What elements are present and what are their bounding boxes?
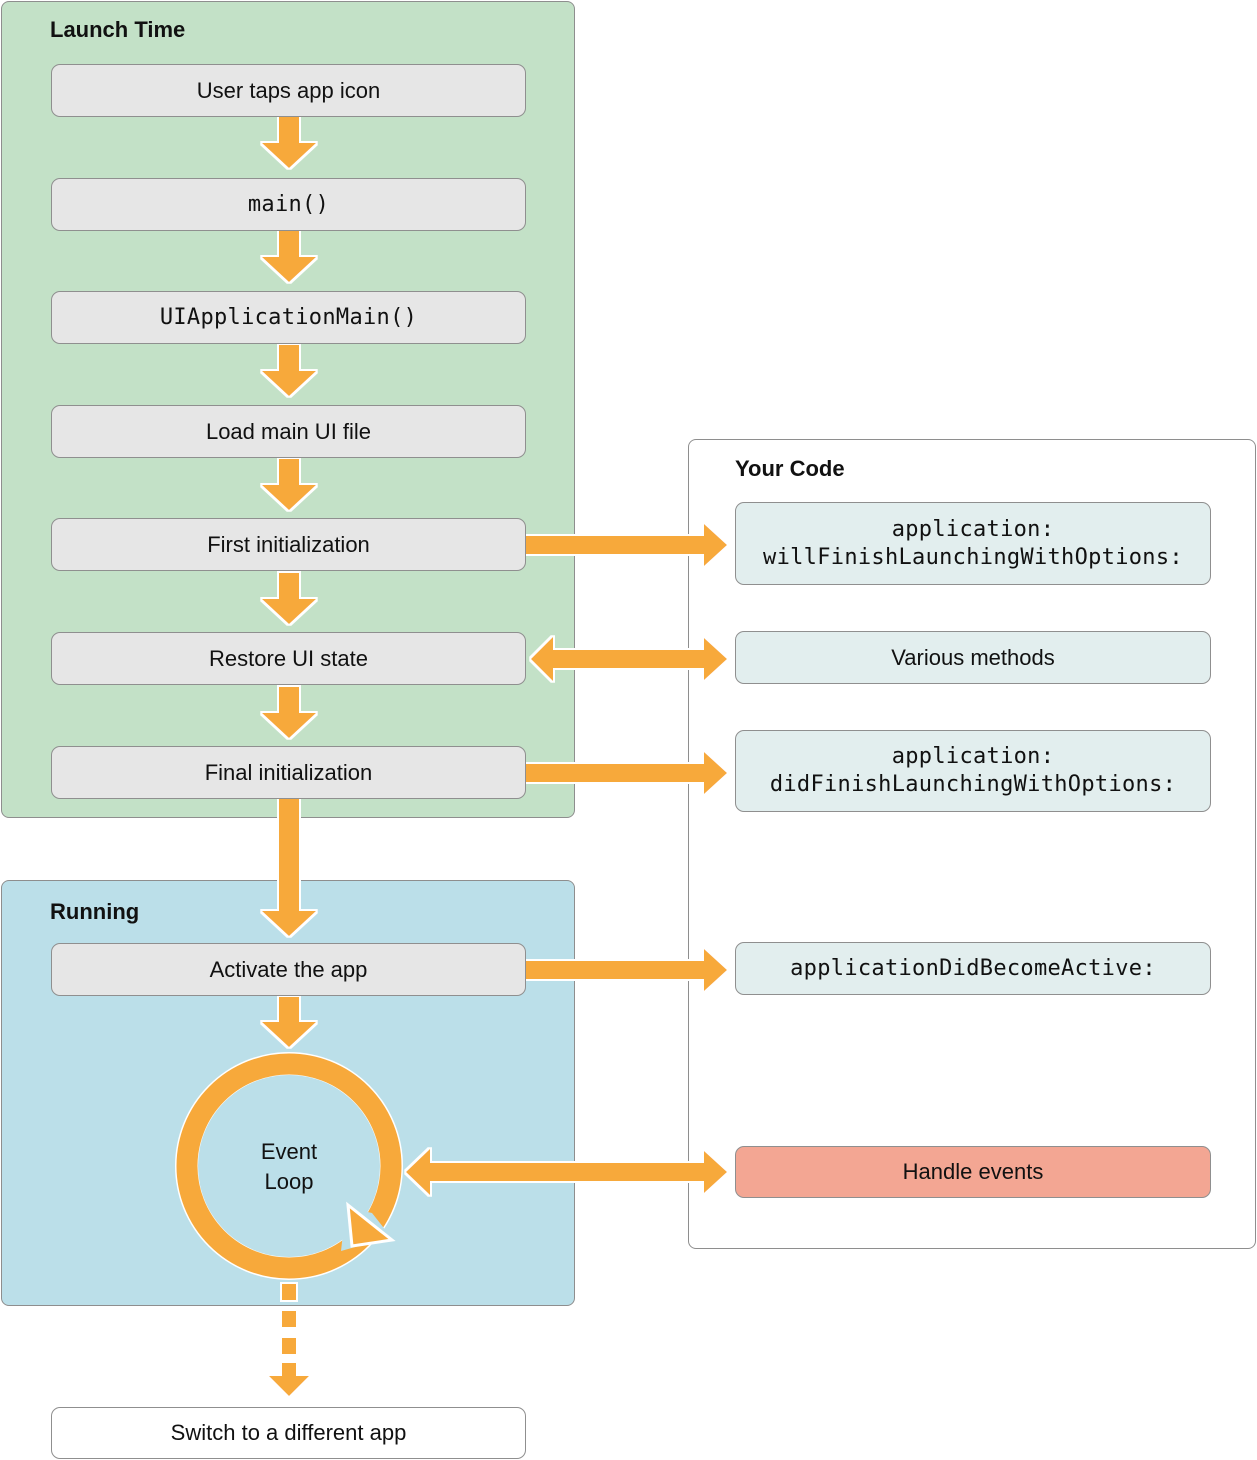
down-arrow-4: [262, 459, 316, 510]
double-arrow-restore: [531, 637, 727, 681]
code-various-methods: Various methods: [735, 631, 1211, 684]
step-label: Restore UI state: [209, 645, 368, 671]
step-uiapplicationmain: UIApplicationMain(): [51, 291, 526, 344]
code-did-finish-launching: application: didFinishLaunchingWithOptio…: [735, 730, 1211, 812]
event-loop-line2: Loop: [264, 1169, 314, 1194]
code-handle-events: Handle events: [735, 1146, 1211, 1198]
step-restore-ui-state: Restore UI state: [51, 632, 526, 685]
step-main: main(): [51, 178, 526, 231]
step-label: Final initialization: [204, 759, 373, 785]
code-label: Various methods: [891, 644, 1055, 670]
right-arrow-final-init: [526, 752, 727, 794]
step-label: Switch to a different app: [170, 1420, 407, 1445]
down-arrow-3: [262, 345, 316, 396]
down-arrow-6: [262, 687, 316, 738]
event-loop-label: Event Loop: [229, 1137, 349, 1197]
down-arrow-5: [262, 573, 316, 624]
step-activate-the-app: Activate the app: [51, 943, 526, 996]
launch-time-title: Launch Time: [50, 17, 186, 42]
step-final-initialization: Final initialization: [51, 746, 526, 799]
down-arrow-2: [262, 231, 316, 282]
step-label: First initialization: [207, 531, 370, 557]
step-label: User taps app icon: [196, 77, 381, 103]
step-switch-to-different-app: Switch to a different app: [51, 1407, 526, 1459]
code-label: applicationDidBecomeActive:: [790, 955, 1156, 981]
event-loop-line1: Event: [260, 1139, 318, 1164]
your-code-title: Your Code: [735, 456, 845, 481]
down-arrow-to-loop: [262, 997, 316, 1047]
right-arrow-activate: [526, 949, 727, 991]
code-line: didFinishLaunchingWithOptions:: [769, 772, 1177, 797]
right-arrow-first-init: [526, 524, 727, 566]
dashed-exit-arrow: [269, 1284, 309, 1396]
step-load-main-ui-file: Load main UI file: [51, 405, 526, 458]
code-label: Handle events: [902, 1159, 1044, 1184]
event-loop-ring: [175, 1052, 403, 1280]
double-arrow-handle-events: [406, 1149, 727, 1195]
step-user-taps-app-icon: User taps app icon: [51, 64, 526, 117]
down-arrow-to-running: [262, 799, 316, 936]
step-label: main(): [247, 191, 330, 217]
code-line: application:: [891, 744, 1055, 769]
step-label: Activate the app: [209, 956, 368, 982]
code-will-finish-launching: application: willFinishLaunchingWithOpti…: [735, 502, 1211, 585]
code-line: application:: [891, 516, 1055, 542]
step-label: Load main UI file: [205, 418, 372, 444]
code-did-become-active: applicationDidBecomeActive:: [735, 942, 1211, 995]
down-arrow-1: [262, 117, 316, 168]
step-first-initialization: First initialization: [51, 518, 526, 571]
running-title: Running: [50, 899, 140, 924]
step-label: UIApplicationMain(): [159, 304, 418, 330]
code-line: willFinishLaunchingWithOptions:: [763, 544, 1183, 570]
